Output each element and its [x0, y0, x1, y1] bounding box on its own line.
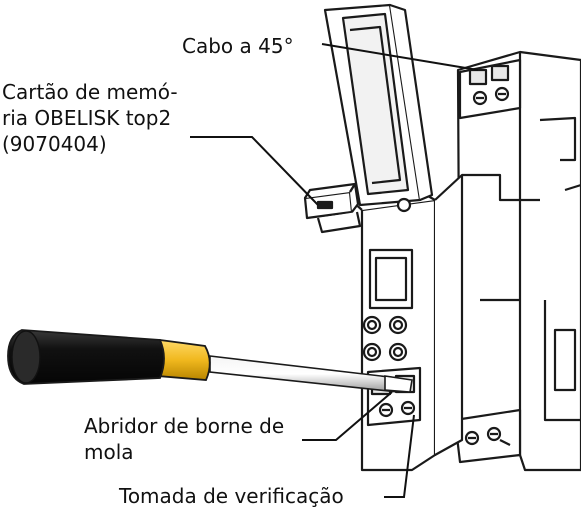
leader-spring-opener	[302, 391, 393, 441]
memory-card	[303, 182, 362, 234]
control-buttons	[362, 315, 408, 362]
spring-opener-label-line-1: Abridor de borne de	[84, 414, 285, 438]
leader-cable	[321, 43, 479, 71]
leader-lines	[190, 43, 479, 498]
memory-card-label-line-3: (9070404)	[2, 132, 107, 156]
memory-card-label: Cartão de memó- ria OBELISK top2 (907040…	[2, 79, 178, 157]
rear-housing	[453, 50, 581, 472]
memory-card-label-line-1: Cartão de memó-	[2, 80, 178, 104]
cable-label: Cabo a 45°	[182, 34, 294, 58]
leader-test-socket	[384, 414, 415, 498]
memory-card-label-line-2: ria OBELISK top2	[2, 106, 172, 130]
leader-memory-card	[190, 136, 319, 206]
test-socket-label: Tomada de verificação	[119, 484, 344, 508]
hinged-cover	[323, 3, 434, 213]
spring-opener-label-line-2: mola	[84, 440, 134, 464]
spring-opener-label: Abridor de borne de mola	[84, 413, 284, 465]
screwdriver	[7, 329, 413, 393]
